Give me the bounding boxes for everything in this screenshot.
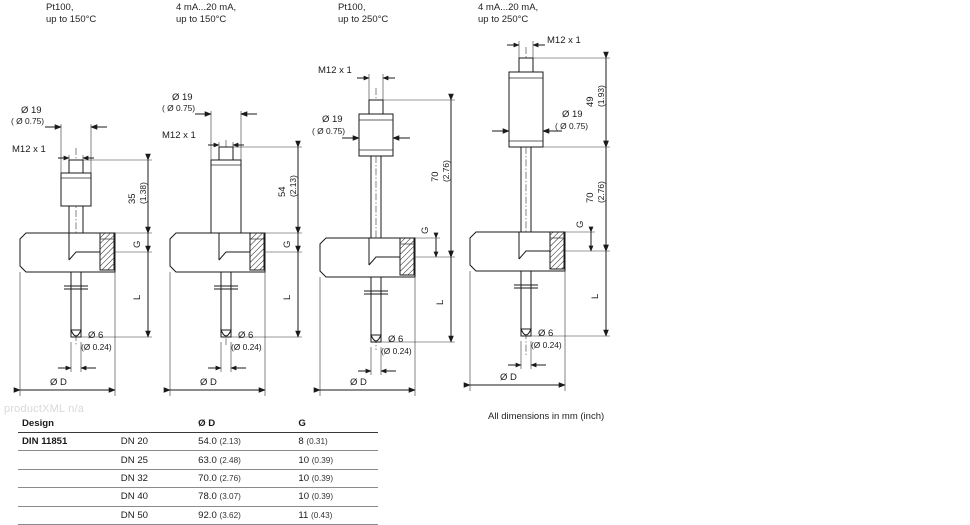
dim-height: 70 [430,171,441,182]
cell-size: DN 32 [116,469,195,489]
dim-height-in: (1.38) [138,182,148,204]
dimensions-note: All dimensions in mm (inch) [488,411,605,422]
dim-l: L [282,295,293,300]
dim-dia19: Ø 19 [21,105,42,116]
dim-diaD: Ø D [350,377,367,388]
dim-height: 35 [127,193,138,204]
table-row: DN 25 63.0 (2.48) 10 (0.39) [18,450,378,470]
variant-header-4-20ma-150: 4 mA...20 mA,up to 150°C [176,2,237,25]
cell-g: 11 (0.43) [294,506,378,525]
dim-dia6-in: (Ø 0.24) [81,342,112,352]
dim-diaD: Ø D [50,377,67,388]
cell-diameter: 54.0 (2.13) [194,432,295,452]
dim-g: G [575,221,586,228]
drawing-4-20ma-250: M12 x 1 Ø 19 ( Ø 0.75) 49 (1.93) 70 (2.7… [463,35,610,391]
col-size [116,416,195,433]
cell-g: 8 (0.31) [294,432,378,452]
table-body: DIN 11851 DN 20 54.0 (2.13) 8 (0.31) DN … [18,432,378,525]
dim-head-height-in: (1.93) [596,85,606,107]
drawing-pt100-150: Ø 19 ( Ø 0.75) M12 x 1 35 (1.38) G L Ø 6… [11,105,152,396]
cell-size: DN 20 [116,432,195,452]
dim-head-height: 49 [585,96,596,107]
dim-dia6: Ø 6 [538,328,553,339]
dim-dia19-in: ( Ø 0.75) [312,126,345,136]
table-row: DN 50 92.0 (3.62) 11 (0.43) [18,506,378,525]
cell-g: 10 (0.39) [294,450,378,470]
dim-thread: M12 x 1 [318,65,352,76]
drawing-pt100-250: M12 x 1 Ø 19 ( Ø 0.75) 70 (2.76) G L Ø 6… [312,65,455,396]
dim-dia19-in: ( Ø 0.75) [11,116,44,126]
cell-size: DN 25 [116,450,195,470]
dim-dia6: Ø 6 [238,330,253,341]
dim-g: G [282,241,293,248]
dim-height-in: (2.76) [441,160,451,182]
dim-diaD: Ø D [200,377,217,388]
dim-g: G [420,227,431,234]
table-row: DIN 11851 DN 20 54.0 (2.13) 8 (0.31) [18,432,378,452]
dim-dia19-in: ( Ø 0.75) [555,121,588,131]
cell-design [18,469,117,489]
dim-dia19-in: ( Ø 0.75) [162,103,195,113]
cell-diameter: 63.0 (2.48) [194,450,295,470]
table-row: DN 40 78.0 (3.07) 10 (0.39) [18,487,378,507]
dim-dia6: Ø 6 [388,334,403,345]
table-header-row: Design Ø D G [18,416,378,433]
watermark-text: productXML n/a [4,403,85,415]
drawing-4-20ma-150: Ø 19 ( Ø 0.75) M12 x 1 54 (2.13) G L Ø 6… [162,92,302,396]
dim-thread: M12 x 1 [12,144,46,155]
dim-l: L [132,295,143,300]
dim-l: L [590,294,601,299]
cell-design [18,487,117,507]
dim-height-in: (2.76) [596,181,606,203]
dim-thread: M12 x 1 [547,35,581,46]
col-diameter: Ø D [194,416,295,433]
cell-size: DN 40 [116,487,195,507]
cell-g: 10 (0.39) [294,469,378,489]
dim-dia19: Ø 19 [562,109,583,120]
dim-dia6-in: (Ø 0.24) [531,340,562,350]
cell-diameter: 78.0 (3.07) [194,487,295,507]
cell-design [18,450,117,470]
spec-table: Design Ø D G DIN 11851 DN 20 54.0 (2.13)… [18,416,378,525]
dim-height-in: (2.13) [288,175,298,197]
cell-g: 10 (0.39) [294,487,378,507]
dim-height: 70 [585,192,596,203]
dim-diaD: Ø D [500,372,517,383]
dim-g: G [132,241,143,248]
col-g: G [294,416,378,433]
dim-l: L [435,300,446,305]
dim-height: 54 [277,186,288,197]
variant-header-pt100-150: Pt100,up to 150°C [46,2,97,25]
cell-design: DIN 11851 [18,432,117,452]
variant-header-pt100-250: Pt100,up to 250°C [338,2,389,25]
dim-dia19: Ø 19 [172,92,193,103]
cell-diameter: 70.0 (2.76) [194,469,295,489]
col-design: Design [18,416,117,433]
cell-design [18,506,117,525]
variant-header-4-20ma-250: 4 mA...20 mA,up to 250°C [478,2,539,25]
dim-dia19: Ø 19 [322,114,343,125]
dim-dia6-in: (Ø 0.24) [381,346,412,356]
cell-diameter: 92.0 (3.62) [194,506,295,525]
dim-thread: M12 x 1 [162,130,196,141]
cell-size: DN 50 [116,506,195,525]
dim-dia6-in: (Ø 0.24) [231,342,262,352]
dim-dia6: Ø 6 [88,330,103,341]
table-row: DN 32 70.0 (2.76) 10 (0.39) [18,469,378,489]
